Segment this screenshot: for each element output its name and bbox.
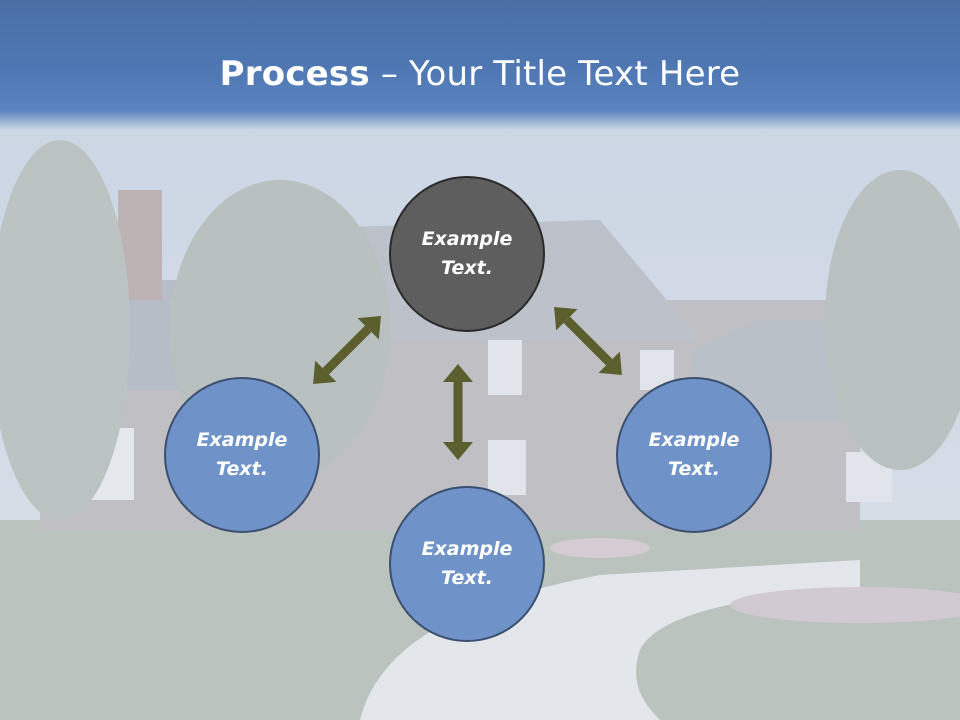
title-bar	[0, 0, 960, 130]
process-node-right[interactable]: Example Text.	[616, 377, 772, 533]
process-node-right-label: Example Text.	[648, 429, 740, 480]
process-node-top-label: Example Text.	[421, 228, 513, 279]
title-dash: –	[369, 54, 410, 94]
title-bold-part: Process	[219, 54, 370, 94]
slide-title[interactable]: Process – Your Title Text Here	[0, 52, 960, 96]
arrow-top-right[interactable]	[543, 296, 632, 385]
process-node-top[interactable]: Example Text.	[389, 176, 545, 332]
process-node-left-label: Example Text.	[196, 429, 288, 480]
title-subtitle-part: Your Title Text Here	[409, 54, 741, 94]
process-node-bottom[interactable]: Example Text.	[389, 486, 545, 642]
process-node-bottom-label: Example Text.	[421, 538, 513, 589]
arrow-top-left[interactable]	[302, 305, 391, 394]
process-node-left[interactable]: Example Text.	[164, 377, 320, 533]
arrow-vertical[interactable]	[443, 364, 473, 460]
